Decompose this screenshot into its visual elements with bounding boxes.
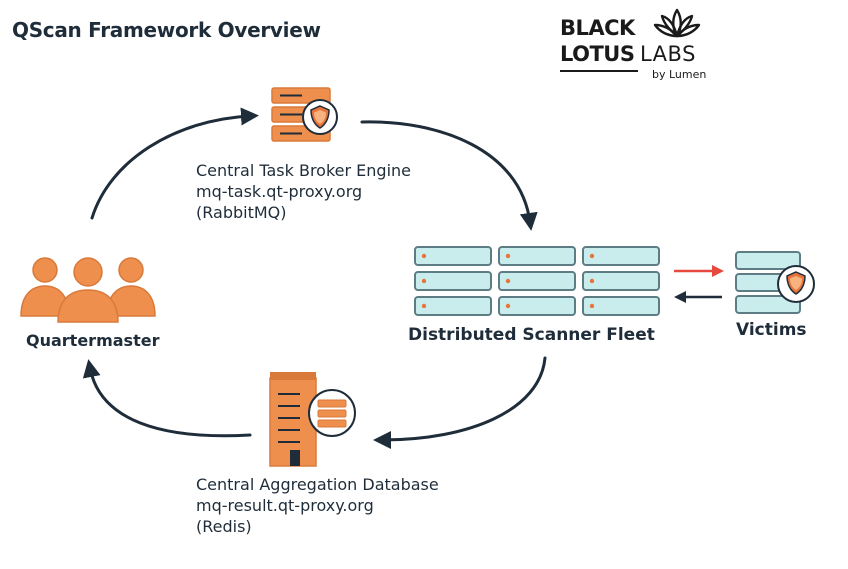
broker-tech: (RabbitMQ) [196, 203, 287, 222]
arrow-broker-to-fleet [360, 120, 538, 231]
arrow-fleet-to-victims [674, 265, 724, 277]
page-title: QScan Framework Overview [12, 18, 321, 42]
people-group-icon [20, 257, 156, 323]
arrow-victims-to-fleet [674, 291, 722, 303]
aggregation-host: mq-result.qt-proxy.org [196, 496, 374, 515]
logo-text-labs: LABS [640, 42, 696, 66]
server-rack-icon [414, 246, 660, 316]
fleet-label: Distributed Scanner Fleet [408, 325, 655, 345]
database-building-icon [269, 372, 356, 467]
aggregation-label: Central Aggregation Database mq-result.q… [196, 474, 439, 537]
server-shield-icon [271, 87, 338, 142]
aggregation-name: Central Aggregation Database [196, 475, 439, 494]
lotus-logo-icon [653, 8, 701, 38]
aggregation-tech: (Redis) [196, 517, 252, 536]
victims-label: Victims [736, 320, 807, 340]
logo-byline: by Lumen [652, 68, 707, 81]
arrow-fleet-to-aggregation [373, 356, 547, 449]
logo-text-black: BLACK [560, 16, 635, 40]
victims-server-shield-icon [735, 251, 815, 314]
logo-divider [560, 70, 638, 72]
arrow-aggregation-to-quartermaster [82, 359, 252, 438]
arrow-quartermaster-to-broker [90, 107, 259, 220]
quartermaster-label: Quartermaster [26, 331, 160, 350]
broker-host: mq-task.qt-proxy.org [196, 182, 363, 201]
black-lotus-labs-logo: BLACK LOTUS LABS by Lumen [560, 8, 720, 81]
broker-label: Central Task Broker Engine mq-task.qt-pr… [196, 160, 411, 223]
logo-text-lotus: LOTUS [560, 42, 635, 66]
broker-name: Central Task Broker Engine [196, 161, 411, 180]
